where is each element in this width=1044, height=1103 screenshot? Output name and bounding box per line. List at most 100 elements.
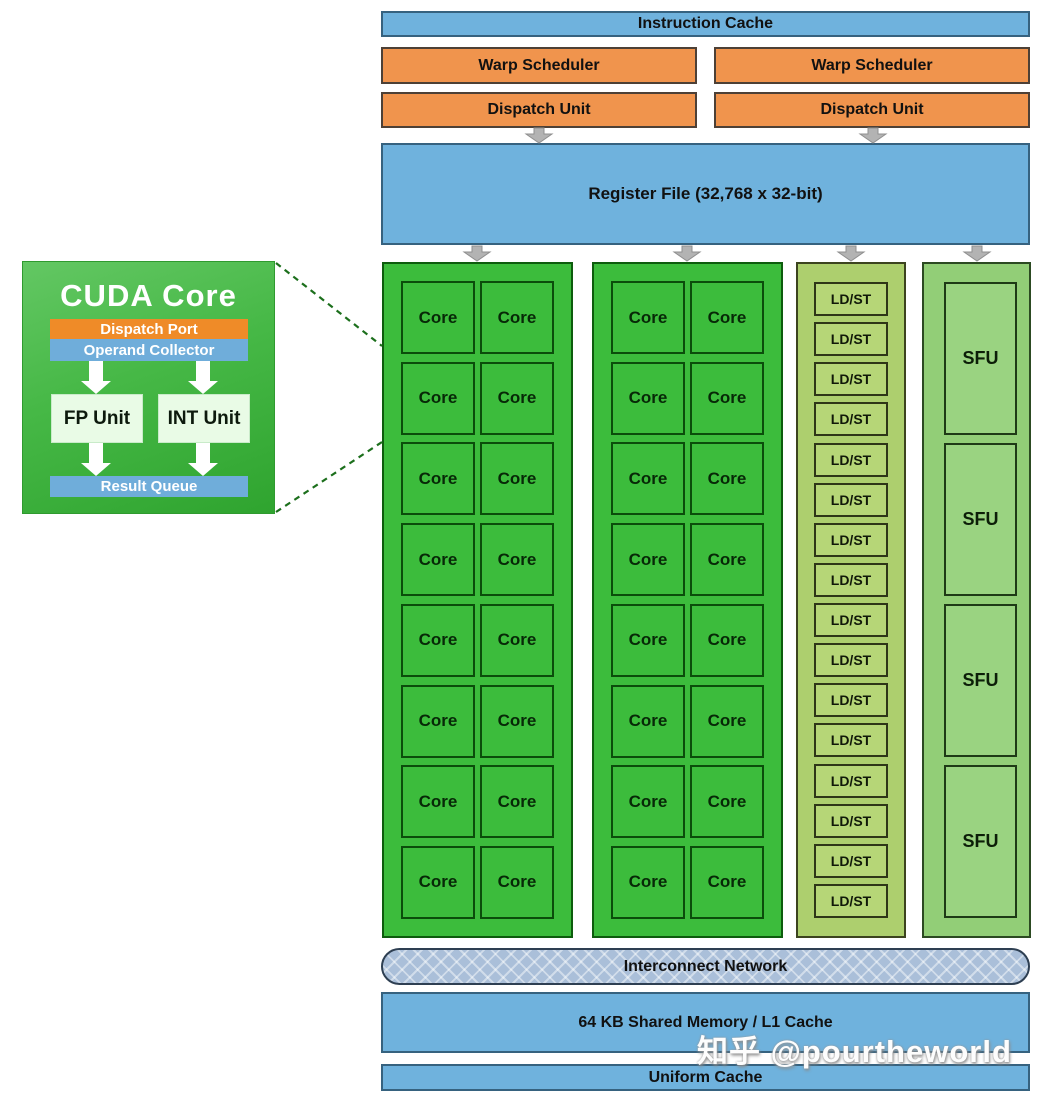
sfu-unit: SFU xyxy=(944,765,1017,918)
core-label: Core xyxy=(497,630,537,650)
arrow-register-ldst xyxy=(836,245,866,262)
warp-scheduler-label: Warp Scheduler xyxy=(811,56,933,74)
core-label: Core xyxy=(418,630,458,650)
core-label: Core xyxy=(707,549,747,569)
cuda-core-cell: Core xyxy=(690,523,764,597)
ldst-unit: LD/ST xyxy=(814,282,888,316)
core-label: Core xyxy=(628,630,668,650)
core-label: Core xyxy=(418,872,458,892)
core-label: Core xyxy=(628,872,668,892)
warp-scheduler-left-block: Warp Scheduler xyxy=(381,47,697,84)
dispatch-unit-label: Dispatch Unit xyxy=(487,101,591,118)
interconnect-network-label: Interconnect Network xyxy=(623,957,788,975)
instruction-cache-label: Instruction Cache xyxy=(637,15,774,32)
cuda-core-cell: Core xyxy=(690,684,764,758)
result-queue-block: Result Queue xyxy=(50,476,248,497)
cuda-core-cell: Core xyxy=(480,523,554,597)
core-label: Core xyxy=(707,711,747,731)
cuda-core-cell: Core xyxy=(480,684,554,758)
core-label: Core xyxy=(628,468,668,488)
cuda-core-cell: Core xyxy=(401,281,475,354)
core-label: Core xyxy=(628,549,668,569)
fp-unit-label: FP Unit xyxy=(63,407,131,429)
cuda-core-cell: Core xyxy=(611,361,685,435)
cuda-core-cell: Core xyxy=(480,765,554,839)
core-label: Core xyxy=(497,549,537,569)
arrow-dispatch-right xyxy=(858,127,888,144)
cuda-core-cell: Core xyxy=(690,603,764,677)
ldst-unit: LD/ST xyxy=(814,442,888,477)
cuda-core-cell: Core xyxy=(480,603,554,677)
arrow-register-sfu xyxy=(962,245,992,262)
cuda-core-cell: Core xyxy=(401,845,475,919)
ldst-label: LD/ST xyxy=(830,812,872,829)
int-unit-block: INT Unit xyxy=(158,394,250,443)
dispatch-port-label: Dispatch Port xyxy=(100,320,198,338)
ldst-label: LD/ST xyxy=(830,291,872,307)
cuda-core-cell: Core xyxy=(401,603,475,677)
cuda-core-cell: Core xyxy=(690,361,764,435)
ldst-label: LD/ST xyxy=(830,612,872,628)
ldst-unit: LD/ST xyxy=(814,723,888,758)
callout-dashed-line-bottom xyxy=(275,441,383,513)
warp-scheduler-right-block: Warp Scheduler xyxy=(714,47,1030,84)
cuda-core-cell: Core xyxy=(401,523,475,597)
uniform-cache-block: Uniform Cache xyxy=(381,1064,1030,1091)
interconnect-network-block: Interconnect Network xyxy=(381,948,1030,985)
fp-unit-block: FP Unit xyxy=(51,394,143,443)
core-label: Core xyxy=(628,307,668,327)
ldst-label: LD/ST xyxy=(830,852,872,869)
ldst-unit: LD/ST xyxy=(814,683,888,718)
cuda-core-cell: Core xyxy=(690,442,764,516)
cuda-core-cell: Core xyxy=(401,765,475,839)
cuda-core-cell: Core xyxy=(480,845,554,919)
core-label: Core xyxy=(418,388,458,408)
sfu-label: SFU xyxy=(962,831,999,851)
operand-collector-label: Operand Collector xyxy=(83,341,215,359)
sfu-label: SFU xyxy=(962,670,999,690)
cuda-core-cell: Core xyxy=(611,281,685,354)
watermark-text: 知乎 @pourtheworld xyxy=(697,1034,1012,1069)
ldst-label: LD/ST xyxy=(830,892,872,909)
cuda-core-cell: Core xyxy=(611,765,685,839)
ldst-label: LD/ST xyxy=(830,652,872,669)
cuda-core-cell: Core xyxy=(690,845,764,919)
ldst-unit: LD/ST xyxy=(814,562,888,597)
ldst-label: LD/ST xyxy=(830,692,872,709)
core-label: Core xyxy=(707,630,747,650)
sfu-unit: SFU xyxy=(944,604,1017,757)
cuda-core-cell: Core xyxy=(611,442,685,516)
ldst-unit: LD/ST xyxy=(814,603,888,637)
cuda-core-detail-title: CUDA Core xyxy=(60,278,237,313)
arrow-register-core1 xyxy=(462,245,492,262)
core-label: Core xyxy=(628,791,668,811)
core-label: Core xyxy=(418,307,458,327)
ldst-unit: LD/ST xyxy=(814,362,888,397)
core-label: Core xyxy=(418,468,458,488)
core-column-1: Core Core Core Core Core Core Core Core … xyxy=(382,262,573,938)
shared-memory-label: 64 KB Shared Memory / L1 Cache xyxy=(578,1013,833,1031)
ldst-unit: LD/ST xyxy=(814,402,888,437)
shared-memory-block: 64 KB Shared Memory / L1 Cache xyxy=(381,992,1030,1053)
ldst-label: LD/ST xyxy=(830,371,872,388)
core-label: Core xyxy=(497,791,537,811)
ldst-label: LD/ST xyxy=(830,772,872,789)
ldst-unit: LD/ST xyxy=(814,803,888,838)
arrow-fp-to-result xyxy=(81,443,111,476)
core-label: Core xyxy=(497,307,537,327)
cuda-core-cell: Core xyxy=(611,684,685,758)
callout-dashed-line-top xyxy=(275,262,383,347)
dispatch-unit-right-block: Dispatch Unit xyxy=(714,92,1030,128)
core-label: Core xyxy=(707,388,747,408)
ldst-unit: LD/ST xyxy=(814,322,888,357)
core-label: Core xyxy=(707,791,747,811)
core-label: Core xyxy=(707,307,747,327)
result-queue-label: Result Queue xyxy=(100,478,198,495)
ldst-unit: LD/ST xyxy=(814,643,888,678)
dispatch-unit-label: Dispatch Unit xyxy=(820,101,924,118)
arrow-collector-to-int xyxy=(188,361,218,394)
sfu-column: SFU SFU SFU SFU xyxy=(922,262,1031,938)
cuda-core-cell: Core xyxy=(401,684,475,758)
core-label: Core xyxy=(418,549,458,569)
